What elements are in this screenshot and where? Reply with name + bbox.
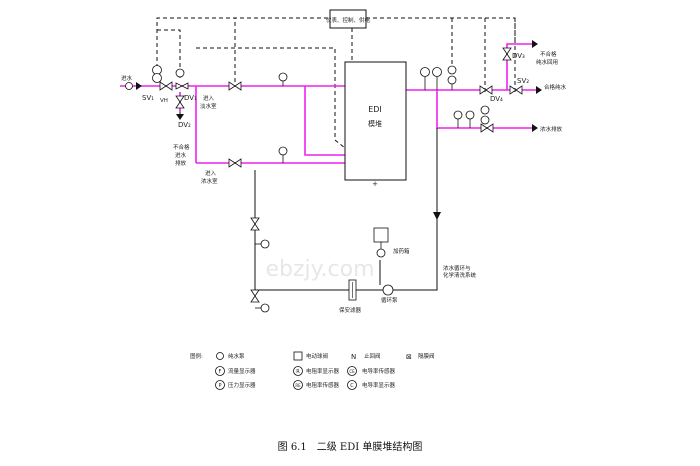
outlet-pressure-display-icon xyxy=(432,67,442,77)
legend-pump-icon xyxy=(216,352,224,360)
conc-valve-icon xyxy=(228,158,242,168)
legend-pressure-icon xyxy=(215,380,225,390)
resistivity-sensor-icon xyxy=(175,68,185,78)
outlet-resistivity-display-icon xyxy=(447,75,457,85)
legend-motor-valve-icon xyxy=(293,351,303,361)
svg-text:电阻率显示器: 电阻率显示器 xyxy=(306,367,340,375)
legend-diaphragm-valve-icon: ⊠ xyxy=(406,353,412,361)
svg-text:电动球阀: 电动球阀 xyxy=(306,352,328,360)
outlet-flow-display-icon xyxy=(420,67,430,77)
inlet-arrow xyxy=(136,82,142,90)
inlet-check-valve-icon xyxy=(228,81,242,91)
pure-water-pump-icon xyxy=(125,82,133,90)
svg-text:+: + xyxy=(372,180,378,188)
svg-text:CE: CE xyxy=(349,369,355,374)
svg-text:止回阀: 止回阀 xyxy=(364,352,381,360)
legend-conductivity-sensor-icon xyxy=(347,366,357,376)
conc-pressure-display-icon xyxy=(278,146,288,156)
sv1-valve-icon xyxy=(159,81,173,91)
conc-in-label-2: 浓水室 xyxy=(201,177,218,185)
loop-pressure-display-icon xyxy=(260,303,270,313)
reuse-arrow xyxy=(532,40,538,48)
drain-valve-icon xyxy=(480,123,494,133)
circulation-pump-icon xyxy=(382,284,394,296)
out-reject-label-1: 不合格 xyxy=(540,50,557,58)
outlet-resistivity-sensor-icon xyxy=(447,65,457,75)
dv3-valve-icon xyxy=(502,47,512,61)
security-filter-label: 保安滤器 xyxy=(339,306,362,314)
edi-sub-label: 模堆 xyxy=(368,119,382,128)
figure-caption: 图 6.1 二级 EDI 单膜堆结构图 xyxy=(278,440,423,453)
conc-loop-label-2: 化学清洗系统 xyxy=(443,271,477,279)
dosing-label: 加药箱 xyxy=(393,247,410,255)
loop-valve-upper-icon xyxy=(250,217,260,231)
svg-text:压力显示器: 压力显示器 xyxy=(228,381,256,389)
conductivity-sensor-icon xyxy=(480,105,490,115)
legend: 图例: 纯水泵 电动球阀 N 止回阀 ⊠ 隔膜阀 F 流量显示器 R 电阻率显示… xyxy=(190,351,435,390)
svg-text:RE: RE xyxy=(295,383,301,388)
dv1-label: DV₁ xyxy=(184,94,197,102)
svg-text:F: F xyxy=(219,369,222,375)
product-label: 合格纯水 xyxy=(544,83,567,91)
svg-text:流量显示器: 流量显示器 xyxy=(228,367,256,375)
watermark: ebzjy.com xyxy=(265,257,374,282)
control-lines xyxy=(156,17,516,149)
dilute-in-label-1: 进入 xyxy=(203,94,215,102)
legend-resistivity-sensor-icon xyxy=(293,380,303,390)
svg-text:电导率显示器: 电导率显示器 xyxy=(362,381,396,389)
reject-label-2: 进水 xyxy=(175,151,187,159)
legend-check-valve-icon: N xyxy=(351,353,356,361)
sv2-valve-icon xyxy=(509,85,523,95)
svg-text:电导率传感器: 电导率传感器 xyxy=(362,367,396,375)
control-box xyxy=(329,9,367,29)
dilute-in-label-2: 淡水室 xyxy=(200,102,217,110)
legend-flow-icon xyxy=(215,366,225,376)
loop-flow-display-icon xyxy=(260,239,270,249)
control-box-label: 仪表、控制、供电 xyxy=(326,16,371,24)
dv2-valve-icon xyxy=(175,95,185,109)
drain-flow-display-icon xyxy=(453,110,463,120)
pressure-display-icon xyxy=(278,72,288,82)
sv2-label: SV₂ xyxy=(517,77,529,85)
svg-text:纯水泵: 纯水泵 xyxy=(228,352,245,360)
dv4-valve-icon xyxy=(479,85,493,95)
dosing-tank-icon xyxy=(373,227,389,243)
drain-pressure-display-icon xyxy=(465,110,475,120)
inlet-label: 进水 xyxy=(121,74,133,82)
conc-drain-label: 浓水排放 xyxy=(540,125,563,133)
dv1-valve-icon xyxy=(175,82,189,90)
drain-arrow xyxy=(532,124,538,132)
edi-label: EDI xyxy=(368,105,382,114)
conductivity-display-icon xyxy=(480,115,490,125)
legend-conductivity-display-icon xyxy=(347,380,357,390)
dv2-label: DV₂ xyxy=(178,121,191,129)
svg-text:电阻率传感器: 电阻率传感器 xyxy=(306,381,340,389)
svg-text:隔膜阀: 隔膜阀 xyxy=(418,352,435,360)
svg-text:P: P xyxy=(218,383,221,389)
svg-text:C: C xyxy=(350,383,354,389)
legend-title: 图例: xyxy=(190,352,203,360)
sv1-label: SV₁ xyxy=(142,94,154,102)
dv3-label: DV₃ xyxy=(512,52,525,60)
dosing-pump-icon xyxy=(376,248,386,258)
dv4-label: DV₄ xyxy=(490,95,503,103)
out-reject-label-2: 纯水回用 xyxy=(536,58,558,66)
vh-label: VH xyxy=(160,98,168,104)
conc-in-label-1: 进入 xyxy=(205,169,217,177)
edi-module xyxy=(344,61,407,181)
resistivity-display-icon xyxy=(152,73,162,83)
conc-loop-label-1: 浓水循环与 xyxy=(443,264,471,272)
svg-text:R: R xyxy=(296,369,300,375)
product-arrow xyxy=(536,86,542,94)
loop-valve-lower-icon xyxy=(250,289,260,303)
reject-label-3: 排放 xyxy=(175,159,187,167)
dv2-drain-arrow xyxy=(176,114,184,120)
reject-label-1: 不合格 xyxy=(173,143,190,151)
legend-resistivity-display-icon xyxy=(293,366,303,376)
pump-label: 循环泵 xyxy=(381,296,398,304)
